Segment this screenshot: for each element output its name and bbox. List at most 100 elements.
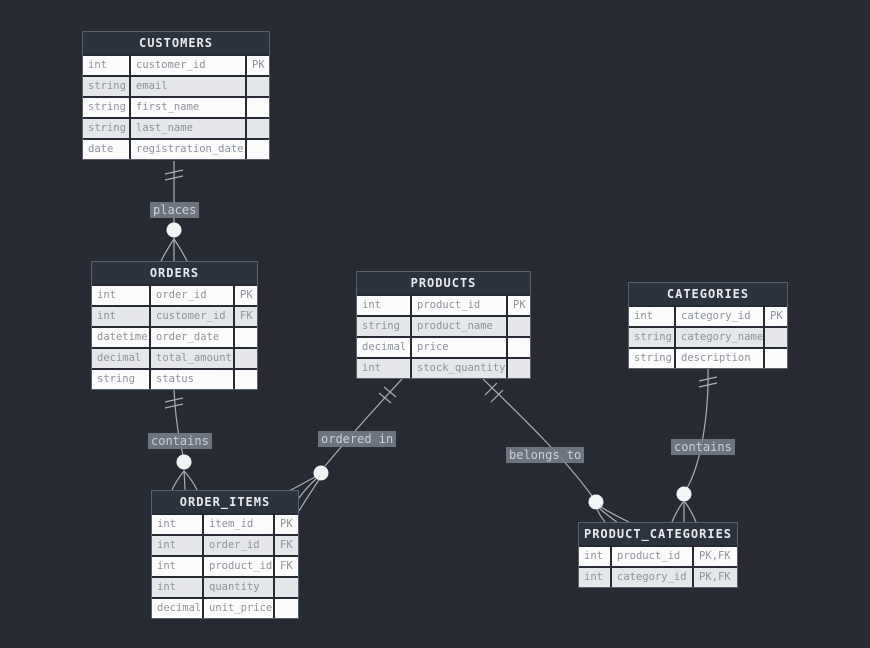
- column-key: [508, 338, 530, 357]
- column-name: category_id: [612, 568, 692, 587]
- column-name: total_amount: [151, 349, 233, 368]
- relationship-label-belongs-to[interactable]: belongs to: [506, 447, 585, 463]
- table-header[interactable]: PRODUCT_CATEGORIES: [579, 523, 737, 545]
- column-type: int: [152, 557, 202, 576]
- column-type: int: [92, 307, 149, 326]
- column-key: PK: [235, 286, 257, 305]
- column-type: int: [629, 307, 674, 326]
- relationship-belongs-to[interactable]: [482, 378, 630, 523]
- column-type: datetime: [92, 328, 149, 347]
- column-type: decimal: [357, 338, 410, 357]
- column-name: product_id: [204, 557, 273, 576]
- column-name: product_id: [612, 547, 692, 566]
- table-header[interactable]: CATEGORIES: [629, 283, 787, 305]
- column-name: last_name: [131, 119, 245, 138]
- column-type: date: [83, 140, 129, 159]
- column-name: quantity: [204, 578, 273, 597]
- relationship-anchor: [313, 465, 329, 481]
- column-name: product_name: [412, 317, 506, 336]
- column-key: [247, 98, 269, 117]
- column-type: decimal: [92, 349, 149, 368]
- column-key: [765, 328, 787, 347]
- relationship-label-places[interactable]: places: [150, 202, 200, 218]
- column-key: PK: [247, 56, 269, 75]
- table-header[interactable]: ORDER_ITEMS: [152, 491, 298, 513]
- column-key: PK,FK: [694, 568, 737, 587]
- column-key: [765, 349, 787, 368]
- column-type: int: [152, 515, 202, 534]
- relationship-contains-orders[interactable]: [164, 389, 198, 491]
- column-name: product_id: [412, 296, 506, 315]
- column-name: order_date: [151, 328, 233, 347]
- relationship-contains-categories[interactable]: [671, 367, 718, 523]
- column-type: int: [152, 578, 202, 597]
- relationship-anchor: [588, 494, 604, 510]
- table-header[interactable]: PRODUCTS: [357, 272, 530, 294]
- column-name: unit_price: [204, 599, 273, 618]
- column-name: status: [151, 370, 233, 389]
- column-type: string: [83, 119, 129, 138]
- column-name: stock_quantity: [412, 359, 506, 378]
- column-name: category_id: [676, 307, 763, 326]
- column-type: string: [629, 328, 674, 347]
- column-name: email: [131, 77, 245, 96]
- column-type: int: [579, 547, 610, 566]
- column-key: [235, 370, 257, 389]
- column-name: order_id: [204, 536, 273, 555]
- column-name: first_name: [131, 98, 245, 117]
- relationship-label-contains-categories[interactable]: contains: [671, 439, 735, 455]
- table-header[interactable]: ORDERS: [92, 262, 257, 284]
- column-key: [247, 77, 269, 96]
- column-type: string: [83, 98, 129, 117]
- relationship-ordered-in[interactable]: [288, 378, 403, 512]
- column-key: PK: [508, 296, 530, 315]
- column-key: [247, 140, 269, 159]
- column-name: customer_id: [151, 307, 233, 326]
- column-key: [275, 578, 298, 597]
- relationship-label-contains-orders[interactable]: contains: [148, 433, 212, 449]
- column-key: [235, 349, 257, 368]
- column-key: [247, 119, 269, 138]
- column-name: order_id: [151, 286, 233, 305]
- column-key: FK: [235, 307, 257, 326]
- relationship-label-ordered-in[interactable]: ordered in: [318, 431, 397, 447]
- column-name: price: [412, 338, 506, 357]
- relationship-anchor: [176, 454, 192, 470]
- relationship-anchor: [676, 486, 692, 502]
- column-name: category_name: [676, 328, 763, 347]
- table-header[interactable]: CUSTOMERS: [83, 32, 269, 54]
- column-type: decimal: [152, 599, 202, 618]
